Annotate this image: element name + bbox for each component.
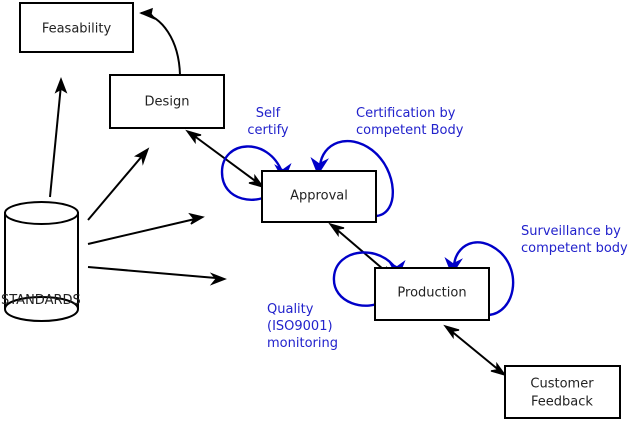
self-loop-surveillance: Surveillance by competent body [444, 224, 628, 317]
loop-label-certification-line2: competent Body [356, 123, 464, 138]
loop-arrowhead [444, 257, 463, 276]
connector-standards-to-approval [87, 212, 205, 245]
loop-arrowhead [310, 157, 329, 176]
node-customer-feedback-label-line2: Feedback [531, 395, 593, 410]
datastore-standards-label: STANDARDS [1, 293, 81, 308]
self-loop-self-certify: Self certify [220, 106, 292, 201]
datastore-standards-bottom-ellipse [4, 295, 79, 310]
arrowhead-design [185, 129, 202, 145]
datastore-standards-body[interactable] [4, 212, 79, 323]
node-customer-feedback[interactable]: Customer Feedback [504, 365, 621, 419]
loop-label-quality-line2: (ISO9001) [267, 319, 333, 334]
loop-path [220, 145, 284, 201]
loop-path [318, 139, 394, 218]
loop-label-certification-line1: Certification by [356, 106, 456, 121]
node-production-label: Production [397, 286, 466, 301]
arrowhead-approval [328, 222, 345, 238]
connector-line [87, 266, 217, 279]
arrowhead [133, 147, 150, 166]
loop-label-surveillance-line2: competent body [521, 241, 628, 256]
loop-path [452, 241, 515, 317]
arrowhead-customer-feedback [490, 361, 507, 377]
node-approval[interactable]: Approval [261, 170, 377, 223]
node-design-box[interactable] [109, 74, 225, 129]
arrowhead-feasability [139, 7, 156, 20]
node-approval-box[interactable] [261, 170, 377, 223]
connector-standards-to-design [87, 147, 150, 221]
loop-label-surveillance-line1: Surveillance by [521, 224, 621, 239]
node-approval-label: Approval [290, 189, 348, 204]
node-feasability[interactable]: Feasability [19, 2, 134, 53]
node-design-label: Design [145, 95, 190, 110]
arrowhead [54, 77, 68, 94]
connector-standards-to-feasability [49, 77, 68, 198]
loop-label-quality-line1: Quality [267, 302, 314, 317]
node-customer-feedback-box[interactable] [504, 365, 621, 419]
node-production-box[interactable] [374, 267, 490, 321]
loop-label-quality-line3: monitoring [267, 336, 338, 351]
node-design[interactable]: Design [109, 74, 225, 129]
connector-line [449, 329, 501, 372]
self-loop-certification: Certification by competent Body [310, 106, 464, 218]
datastore-standards[interactable]: STANDARDS [1, 201, 81, 323]
arrowhead [209, 272, 227, 286]
arrowhead-production [443, 324, 460, 340]
connector-production-customer-feedback [443, 324, 507, 377]
loop-path [332, 251, 398, 307]
arrowhead-approval [248, 173, 265, 189]
connector-standards-to-production [87, 266, 227, 286]
loop-label-self-certify-line2: certify [247, 123, 289, 138]
connector-line [49, 84, 62, 198]
node-production[interactable]: Production [374, 267, 490, 321]
arrowhead [188, 212, 205, 225]
loop-label-self-certify-line1: Self [256, 106, 281, 121]
node-customer-feedback-label-line1: Customer [530, 377, 594, 392]
node-feasability-label: Feasability [42, 22, 112, 37]
connector-line [87, 218, 196, 245]
connector-line [87, 154, 144, 221]
datastore-standards-top-ellipse [4, 201, 79, 225]
node-feasability-box[interactable] [19, 2, 134, 53]
